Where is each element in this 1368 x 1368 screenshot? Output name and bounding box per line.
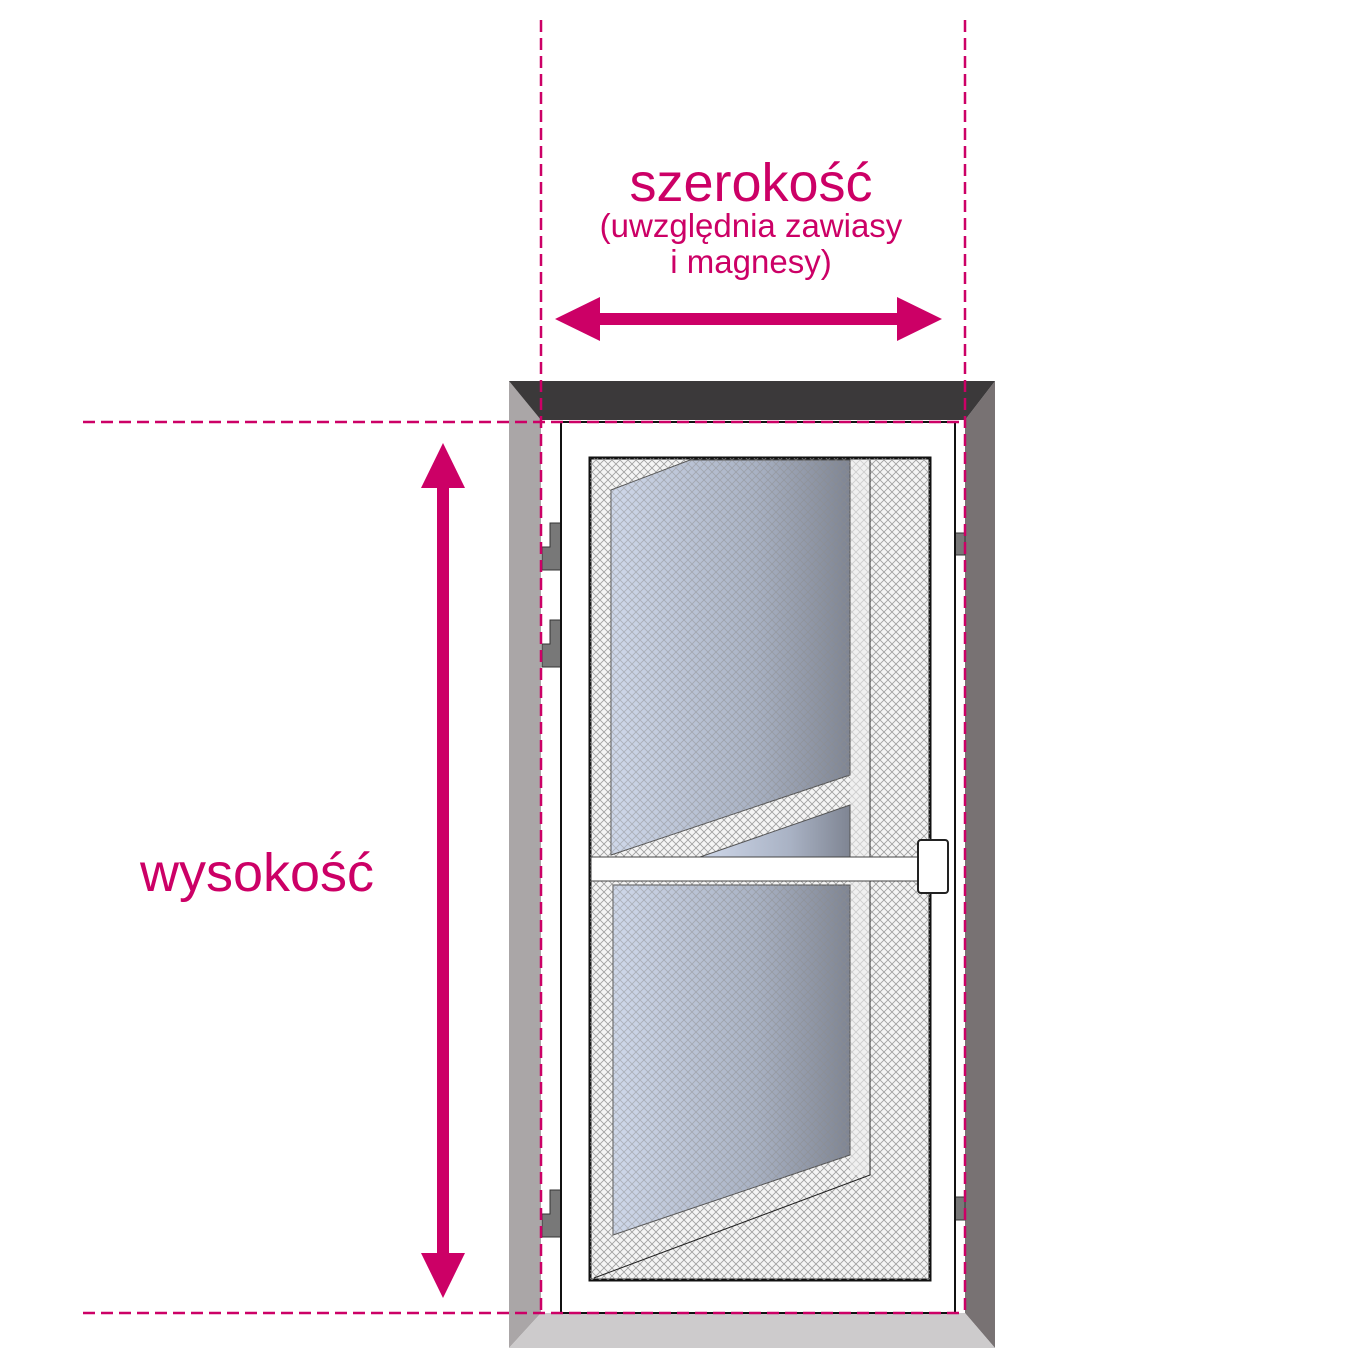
screen-door <box>560 421 956 1314</box>
frame-right-jamb <box>965 381 995 1348</box>
door-handle <box>917 839 949 894</box>
frame-threshold <box>509 1313 995 1348</box>
hinge-icon <box>541 1189 562 1238</box>
door-crossbar <box>590 856 921 882</box>
frame-left-jamb <box>509 381 541 1348</box>
magnet-icon <box>954 1196 966 1221</box>
hinge-icon <box>541 619 562 668</box>
width-note-line2: i magnesy) <box>670 243 831 280</box>
door-frame <box>509 381 995 1348</box>
width-title: szerokość <box>629 153 872 213</box>
width-arrow-icon <box>555 297 942 341</box>
height-arrow-icon <box>421 443 465 1298</box>
measurement-guides <box>83 20 967 1315</box>
height-title: wysokość <box>139 843 374 903</box>
magnet-icon <box>954 532 966 556</box>
width-note-line1: (uwzględnia zawiasy <box>600 207 903 244</box>
frame-lintel <box>509 381 995 420</box>
hinge-icon <box>541 522 562 571</box>
